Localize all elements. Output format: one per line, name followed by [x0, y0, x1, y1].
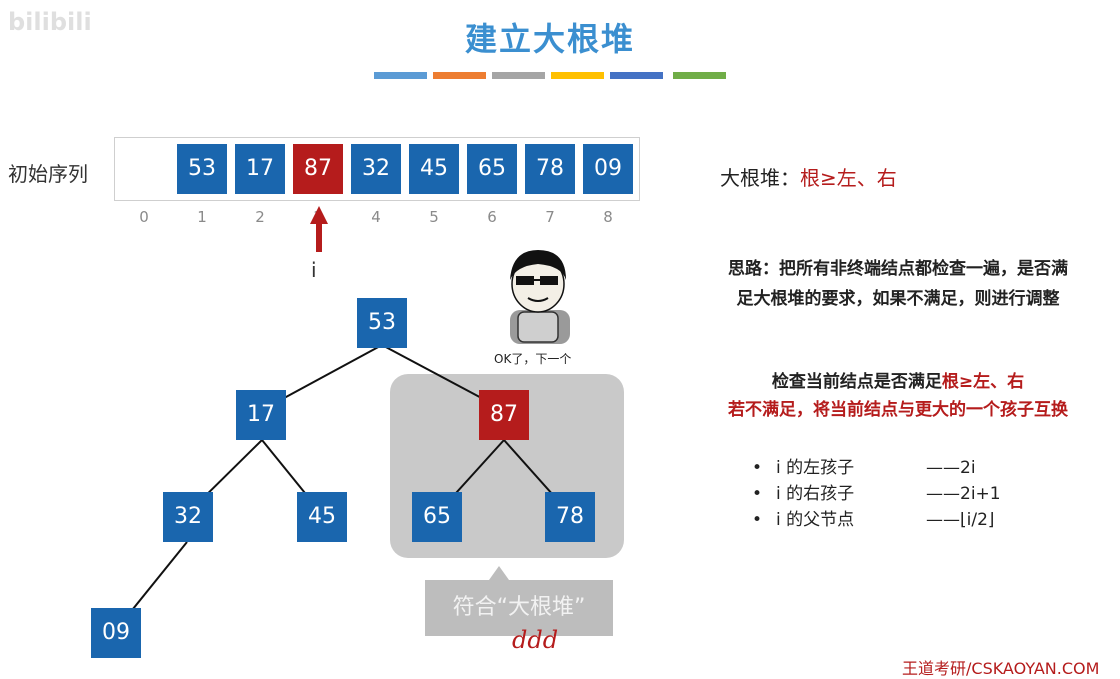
formula-label: i 的左孩子 — [776, 455, 926, 481]
tree-node-87: 87 — [479, 390, 529, 440]
list-item: •i 的右孩子——2i+1 — [752, 481, 1001, 507]
list-item: •i 的左孩子——2i — [752, 455, 1001, 481]
check-rule: 根≥左、右 — [942, 372, 1024, 392]
bullet-icon: • — [752, 481, 776, 507]
bullet-icon: • — [752, 455, 776, 481]
idea-line-1: 思路：把所有非终端结点都检查一遍，是否满 — [688, 254, 1108, 284]
bullet-icon: • — [752, 507, 776, 533]
check-prefix: 检查当前结点是否满足 — [772, 372, 942, 392]
check-line-1: 检查当前结点是否满足根≥左、右 — [688, 368, 1108, 396]
tree-node-65: 65 — [412, 492, 462, 542]
svg-text:ddd: ddd — [512, 626, 558, 654]
formula-label: i 的父节点 — [776, 507, 926, 533]
idea-paragraph: 思路：把所有非终端结点都检查一遍，是否满 足大根堆的要求，如果不满足，则进行调整 — [688, 254, 1108, 314]
tree-node-45: 45 — [297, 492, 347, 542]
sunglasses-character-icon — [496, 240, 580, 346]
tree-node-09: 09 — [91, 608, 141, 658]
formula-value: ——2i+1 — [926, 481, 1001, 507]
heap-definition-rule: 根≥左、右 — [800, 166, 897, 190]
meme-caption: OK了，下一个 — [494, 350, 571, 367]
list-item: •i 的父节点——⌊i/2⌋ — [752, 507, 1001, 533]
handwriting-mark: ddd — [508, 626, 588, 656]
formula-value: ——2i — [926, 455, 976, 481]
tree-node-53: 53 — [357, 298, 407, 348]
footer-brand: 王道考研/CSKAOYAN.COM — [902, 655, 1099, 679]
callout-tip — [489, 566, 509, 580]
check-paragraph: 检查当前结点是否满足根≥左、右 若不满足，将当前结点与更大的一个孩子互换 — [688, 368, 1108, 424]
heap-definition: 大根堆：根≥左、右 — [720, 162, 897, 191]
tree-node-32: 32 — [163, 492, 213, 542]
check-line-2: 若不满足，将当前结点与更大的一个孩子互换 — [688, 396, 1108, 424]
tree-node-17: 17 — [236, 390, 286, 440]
index-formula-list: •i 的左孩子——2i •i 的右孩子——2i+1 •i 的父节点——⌊i/2⌋ — [752, 455, 1001, 533]
heap-definition-prefix: 大根堆： — [720, 166, 800, 190]
idea-line-2: 足大根堆的要求，如果不满足，则进行调整 — [688, 284, 1108, 314]
formula-label: i 的右孩子 — [776, 481, 926, 507]
formula-value: ——⌊i/2⌋ — [926, 507, 995, 533]
tree-node-78: 78 — [545, 492, 595, 542]
